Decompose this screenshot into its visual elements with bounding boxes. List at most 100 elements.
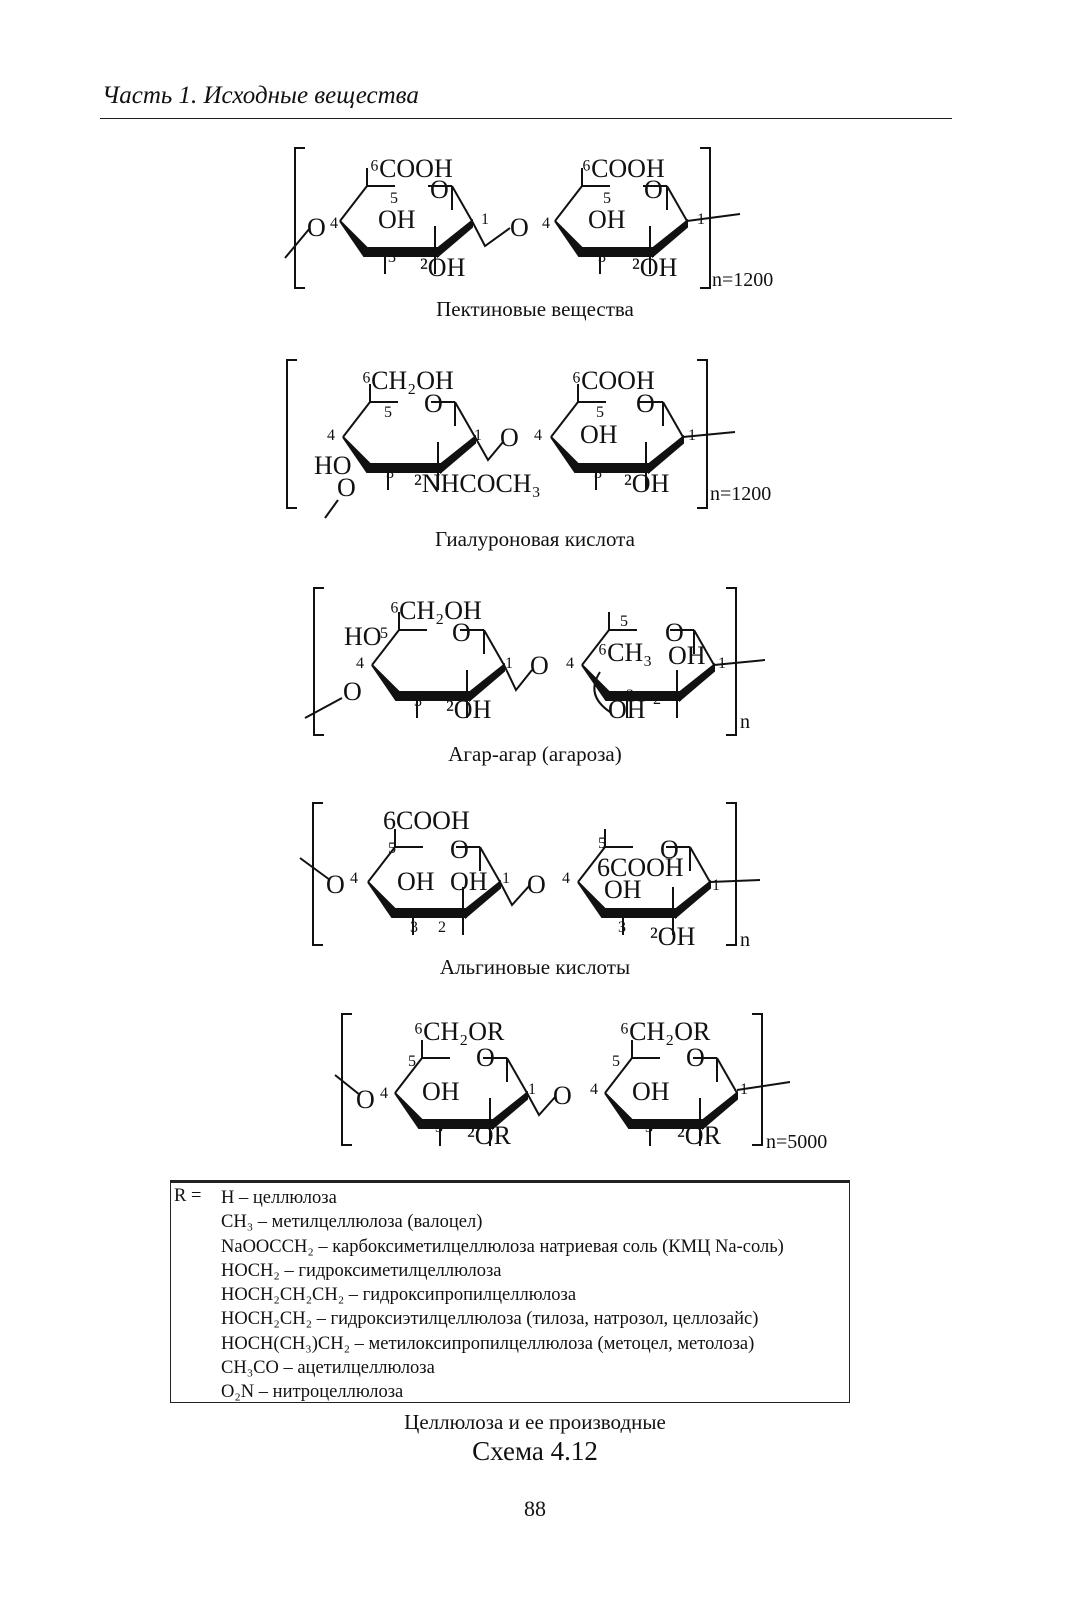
running-header: Часть 1. Исходные вещества xyxy=(100,78,952,119)
hyaluronic-caption: Гиалуроновая кислота xyxy=(435,527,635,551)
svg-text:1: 1 xyxy=(481,211,489,228)
svg-text:1: 1 xyxy=(528,1081,536,1098)
alginic-caption: Альгиновые кислоты xyxy=(439,955,631,979)
r-item: NaOOCCH₂ – карбоксиметилцеллюлоза натрие… xyxy=(221,1236,784,1257)
svg-text:O: O xyxy=(636,389,655,418)
pectin-degree-n: n=1200 xyxy=(712,269,773,291)
svg-text:OH: OH xyxy=(608,695,646,724)
svg-text:OH: OH xyxy=(604,875,642,904)
svg-text:5: 5 xyxy=(596,404,604,421)
pectin-structure: O 4 ⁶COOH O 5 OH 3 ²OH 1 O 4 ⁶COOH O 5 O… xyxy=(284,147,773,291)
alginic-structure: O 4 6COOH 5 O OH OH 3 2 1 O 4 5 O 6COOH … xyxy=(299,802,761,951)
svg-text:3: 3 xyxy=(386,465,394,482)
agar-degree-n: n xyxy=(740,711,750,733)
pectin-o-link-2: O xyxy=(510,213,529,242)
svg-text:4: 4 xyxy=(562,870,570,887)
svg-text:2: 2 xyxy=(438,919,446,936)
svg-text:O: O xyxy=(424,389,443,418)
svg-text:O: O xyxy=(337,473,356,502)
svg-text:4: 4 xyxy=(330,215,338,232)
cellulose-ch2or-right: ⁶CH₂OR xyxy=(620,1017,711,1046)
hyaluronic-structure: ⁶CH₂OH O 5 4 HO O 3 ²NHCOCH₃ 1 O 4 ⁶COOH… xyxy=(286,359,771,519)
svg-text:5: 5 xyxy=(620,613,628,630)
agar-o-link: O xyxy=(530,651,549,680)
r-item: HOCH(CH₃)CH₂ – метилоксипропилцеллюлоза … xyxy=(221,1333,755,1354)
svg-text:OH: OH xyxy=(450,867,488,896)
alginic-cooh-left: 6COOH xyxy=(383,806,470,835)
svg-text:O: O xyxy=(686,1043,705,1072)
svg-text:²OH: ²OH xyxy=(446,695,492,724)
pectin-caption: Пектиновые вещества xyxy=(436,297,634,321)
svg-text:OH: OH xyxy=(668,641,706,670)
svg-text:4: 4 xyxy=(534,427,542,444)
r-item: CH₃CO – ацетилцеллюлоза xyxy=(221,1358,435,1379)
svg-text:4: 4 xyxy=(566,655,574,672)
svg-text:²OH: ²OH xyxy=(420,253,466,282)
svg-text:4: 4 xyxy=(327,427,335,444)
cellulose-or-right: ²OR xyxy=(677,1121,722,1150)
polysaccharide-scheme: O 4 ⁶COOH O 5 OH 3 ²OH 1 O 4 ⁶COOH O 5 O… xyxy=(284,147,827,1153)
svg-text:1: 1 xyxy=(712,877,720,894)
svg-text:4: 4 xyxy=(542,215,550,232)
svg-text:3: 3 xyxy=(594,465,602,482)
svg-text:3: 3 xyxy=(410,919,418,936)
hyaluronic-degree-n: n=1200 xyxy=(710,483,771,505)
svg-text:4: 4 xyxy=(380,1085,388,1102)
svg-text:4: 4 xyxy=(590,1081,598,1098)
r-item: CH₃ – метилцеллюлоза (валоцел) xyxy=(221,1212,483,1233)
svg-text:OH: OH xyxy=(588,205,626,234)
r-item: O₂N – нитроцеллюлоза xyxy=(221,1382,404,1403)
agar-ch2oh: ⁶CH₂OH xyxy=(390,596,482,625)
r-item: H – целлюлоза xyxy=(221,1188,337,1208)
hyaluronic-nhcoch3: ²NHCOCH₃ xyxy=(414,469,541,498)
svg-text:OH: OH xyxy=(632,1077,670,1106)
svg-text:3: 3 xyxy=(645,1119,653,1136)
cellulose-o-left: O xyxy=(356,1085,375,1114)
alginic-cooh-right: 6COOH xyxy=(597,853,684,882)
svg-text:3: 3 xyxy=(388,249,396,266)
svg-text:5: 5 xyxy=(612,1053,620,1070)
svg-text:3: 3 xyxy=(435,1119,443,1136)
svg-text:5: 5 xyxy=(598,835,606,852)
pectin-cooh-right: ⁶COOH xyxy=(582,154,665,183)
scheme-title: Схема 4.12 xyxy=(472,1436,598,1466)
cellulose-structure: O 4 ⁶CH₂OR 5 O OH 3 ²OR 1 O 4 ⁶CH₂OR 5 O… xyxy=(334,1013,827,1153)
svg-text:5: 5 xyxy=(380,625,388,642)
running-header-text: Часть 1. Исходные вещества xyxy=(102,82,419,109)
r-item: HOCH₂CH₂CH₂ – гидроксипропилцеллюлоза xyxy=(221,1285,577,1306)
r-list: H – целлюлоза CH₃ – метилцеллюлоза (вало… xyxy=(221,1186,784,1405)
svg-text:O: O xyxy=(343,677,362,706)
svg-text:OH: OH xyxy=(422,1077,460,1106)
pectin-o-link-1: O xyxy=(307,213,326,242)
svg-text:O: O xyxy=(450,835,469,864)
hyaluronic-o-link: O xyxy=(500,423,519,452)
svg-text:O: O xyxy=(430,175,449,204)
svg-text:²OH: ²OH xyxy=(632,253,678,282)
svg-text:4: 4 xyxy=(350,870,358,887)
svg-text:O: O xyxy=(660,835,679,864)
svg-text:3: 3 xyxy=(414,693,422,710)
svg-text:3: 3 xyxy=(598,249,606,266)
agar-ch3-bridge: ⁶CH₃ xyxy=(598,638,652,667)
svg-text:5: 5 xyxy=(388,840,396,857)
svg-text:5: 5 xyxy=(390,190,398,207)
svg-text:O: O xyxy=(452,618,471,647)
svg-text:HO: HO xyxy=(314,451,352,480)
agar-caption: Агар-агар (агароза) xyxy=(448,742,622,766)
svg-text:²OH: ²OH xyxy=(650,922,696,951)
r-label: R = xyxy=(174,1186,202,1206)
svg-text:3: 3 xyxy=(618,919,626,936)
svg-text:OH: OH xyxy=(378,205,416,234)
cellulose-o-link: O xyxy=(553,1081,572,1110)
r-item: HOCH₂CH₂ – гидроксиэтилцеллюлоза (тилоза… xyxy=(221,1309,759,1330)
svg-text:5: 5 xyxy=(603,190,611,207)
svg-text:O: O xyxy=(665,618,684,647)
svg-text:HO: HO xyxy=(344,622,382,651)
svg-text:O: O xyxy=(476,1043,495,1072)
cellulose-ch2or-left: ⁶CH₂OR xyxy=(414,1017,505,1046)
svg-text:OH: OH xyxy=(397,867,435,896)
svg-text:5: 5 xyxy=(384,404,392,421)
alginic-degree-n: n xyxy=(740,929,750,951)
pectin-cooh-left: ⁶COOH xyxy=(370,154,453,183)
page-number: 88 xyxy=(524,1496,546,1521)
